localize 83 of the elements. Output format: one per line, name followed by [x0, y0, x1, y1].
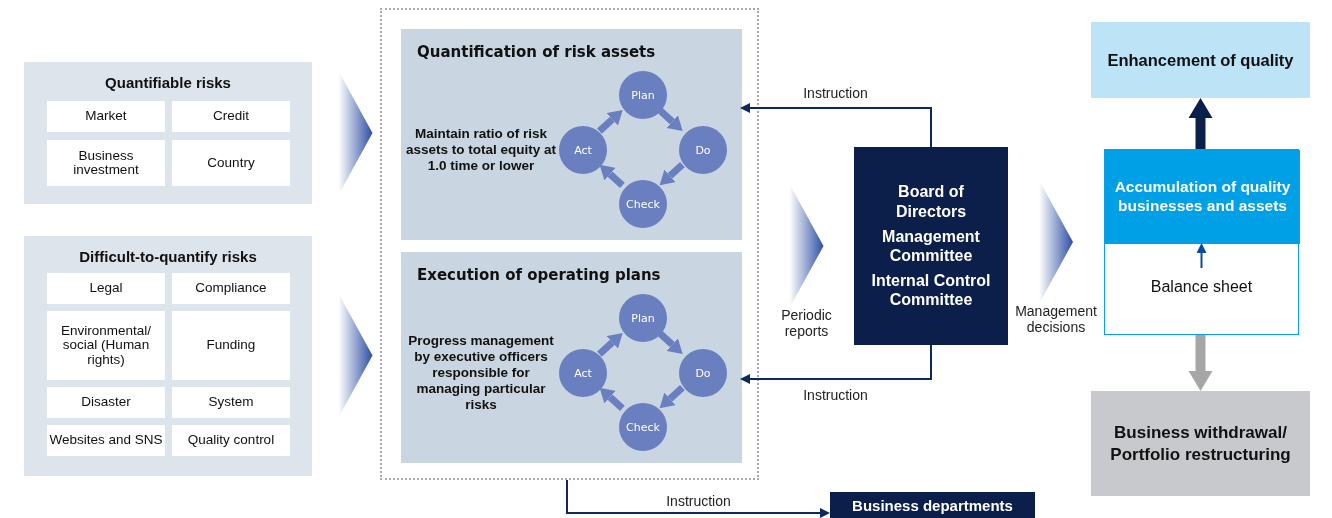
risk-cell — [47, 425, 165, 456]
cycle-step-circle — [619, 71, 667, 119]
connector-arrow — [740, 344, 932, 384]
outcome-box — [1091, 22, 1310, 98]
withdrawal-box — [1091, 391, 1310, 496]
risk-name: Disaster — [81, 395, 131, 410]
risk-name: Environmental/ social (Human rights) — [59, 324, 152, 367]
step-label: Do — [695, 366, 711, 380]
risk-cell — [47, 387, 165, 418]
risk-name: Market — [85, 109, 127, 124]
panel-heading: Quantification of risk assets — [417, 43, 656, 61]
highlight-label: Accumulation of quality businesses and assets — [1113, 178, 1292, 216]
connector-arrow — [1196, 243, 1207, 269]
connector-arrow — [566, 479, 830, 518]
department-box — [830, 492, 1035, 518]
balance-sheet-label: Balance sheet — [1149, 278, 1254, 296]
risk-name: Country — [207, 155, 255, 171]
risk-panel — [24, 62, 312, 204]
risk-cell — [172, 273, 290, 304]
outcome-label: Enhancement of quality — [1107, 50, 1294, 70]
chevron-arrow — [789, 184, 824, 308]
cycle-step-circle — [619, 294, 667, 342]
withdrawal-label: Business withdrawal/ Portfolio restructuring — [1109, 422, 1292, 465]
risk-name: System — [208, 395, 254, 410]
risk-cell — [47, 273, 165, 304]
risk-cell — [47, 140, 165, 186]
panel-description: Maintain ratio of risk assets to total equity at 1.0 time or lower — [405, 126, 557, 174]
risk-cell — [172, 101, 290, 132]
risk-name: Compliance — [195, 281, 267, 296]
risk-cell — [172, 311, 290, 380]
risk-cell — [172, 387, 290, 418]
step-label: Check — [626, 420, 660, 434]
cycle-arrow — [599, 387, 625, 411]
committee-name: Internal Control Committee — [870, 271, 992, 310]
cycle-arrow — [657, 107, 683, 131]
cycle-step-circle — [559, 126, 607, 174]
step-label: Act — [574, 143, 592, 157]
cycle-step-circle — [619, 180, 667, 228]
risk-cell — [172, 425, 290, 456]
cycle-arrow — [599, 164, 625, 188]
risk-cell — [47, 101, 165, 132]
process-panel — [401, 252, 742, 463]
committee-name: Management Committee — [881, 226, 981, 266]
panel-heading: Execution of operating plans — [417, 266, 661, 284]
risk-name: Websites and SNS — [49, 433, 163, 448]
risk-name: Funding — [206, 338, 256, 353]
process-panel — [401, 29, 742, 240]
risk-cell — [47, 311, 165, 380]
department-label: Business departments — [852, 496, 1013, 514]
panel-heading: Difficult-to-quantify risks — [78, 248, 258, 265]
governance-box — [854, 147, 1008, 345]
chevron-arrow — [338, 293, 373, 418]
risk-panel — [24, 236, 312, 476]
highlight-box — [1105, 150, 1300, 244]
committee-name: Board of Directors — [894, 182, 968, 221]
cycle-arrow — [597, 110, 623, 134]
connector-arrow — [1188, 335, 1213, 391]
balance-sheet-box — [1104, 149, 1299, 335]
cycle-step-circle — [619, 403, 667, 451]
step-label: Act — [574, 366, 592, 380]
chevron-arrow — [338, 71, 373, 195]
risk-name: Business investment — [72, 148, 140, 178]
cycle-arrow — [597, 333, 623, 357]
risk-name: Legal — [89, 281, 123, 296]
step-label: Do — [695, 143, 711, 157]
step-label: Check — [626, 197, 660, 211]
panel-description: Progress management by executive officers responsible for managing particular risks — [407, 333, 555, 413]
risk-cell — [172, 140, 290, 186]
dotted-group-frame — [380, 8, 759, 480]
cycle-arrow — [659, 385, 685, 409]
risk-name: Quality control — [187, 433, 275, 448]
connector-arrow — [740, 103, 932, 148]
risk-name: Credit — [213, 109, 249, 124]
cycle-step-circle — [679, 349, 727, 397]
cycle-step-circle — [559, 349, 607, 397]
step-label: Plan — [631, 311, 655, 325]
connector-arrow — [1188, 98, 1213, 149]
cycle-arrow — [659, 162, 685, 186]
cycle-step-circle — [679, 126, 727, 174]
panel-heading: Quantifiable risks — [104, 74, 232, 91]
cycle-arrow — [657, 330, 683, 354]
step-label: Plan — [631, 88, 655, 102]
chevron-arrow — [1039, 180, 1073, 304]
